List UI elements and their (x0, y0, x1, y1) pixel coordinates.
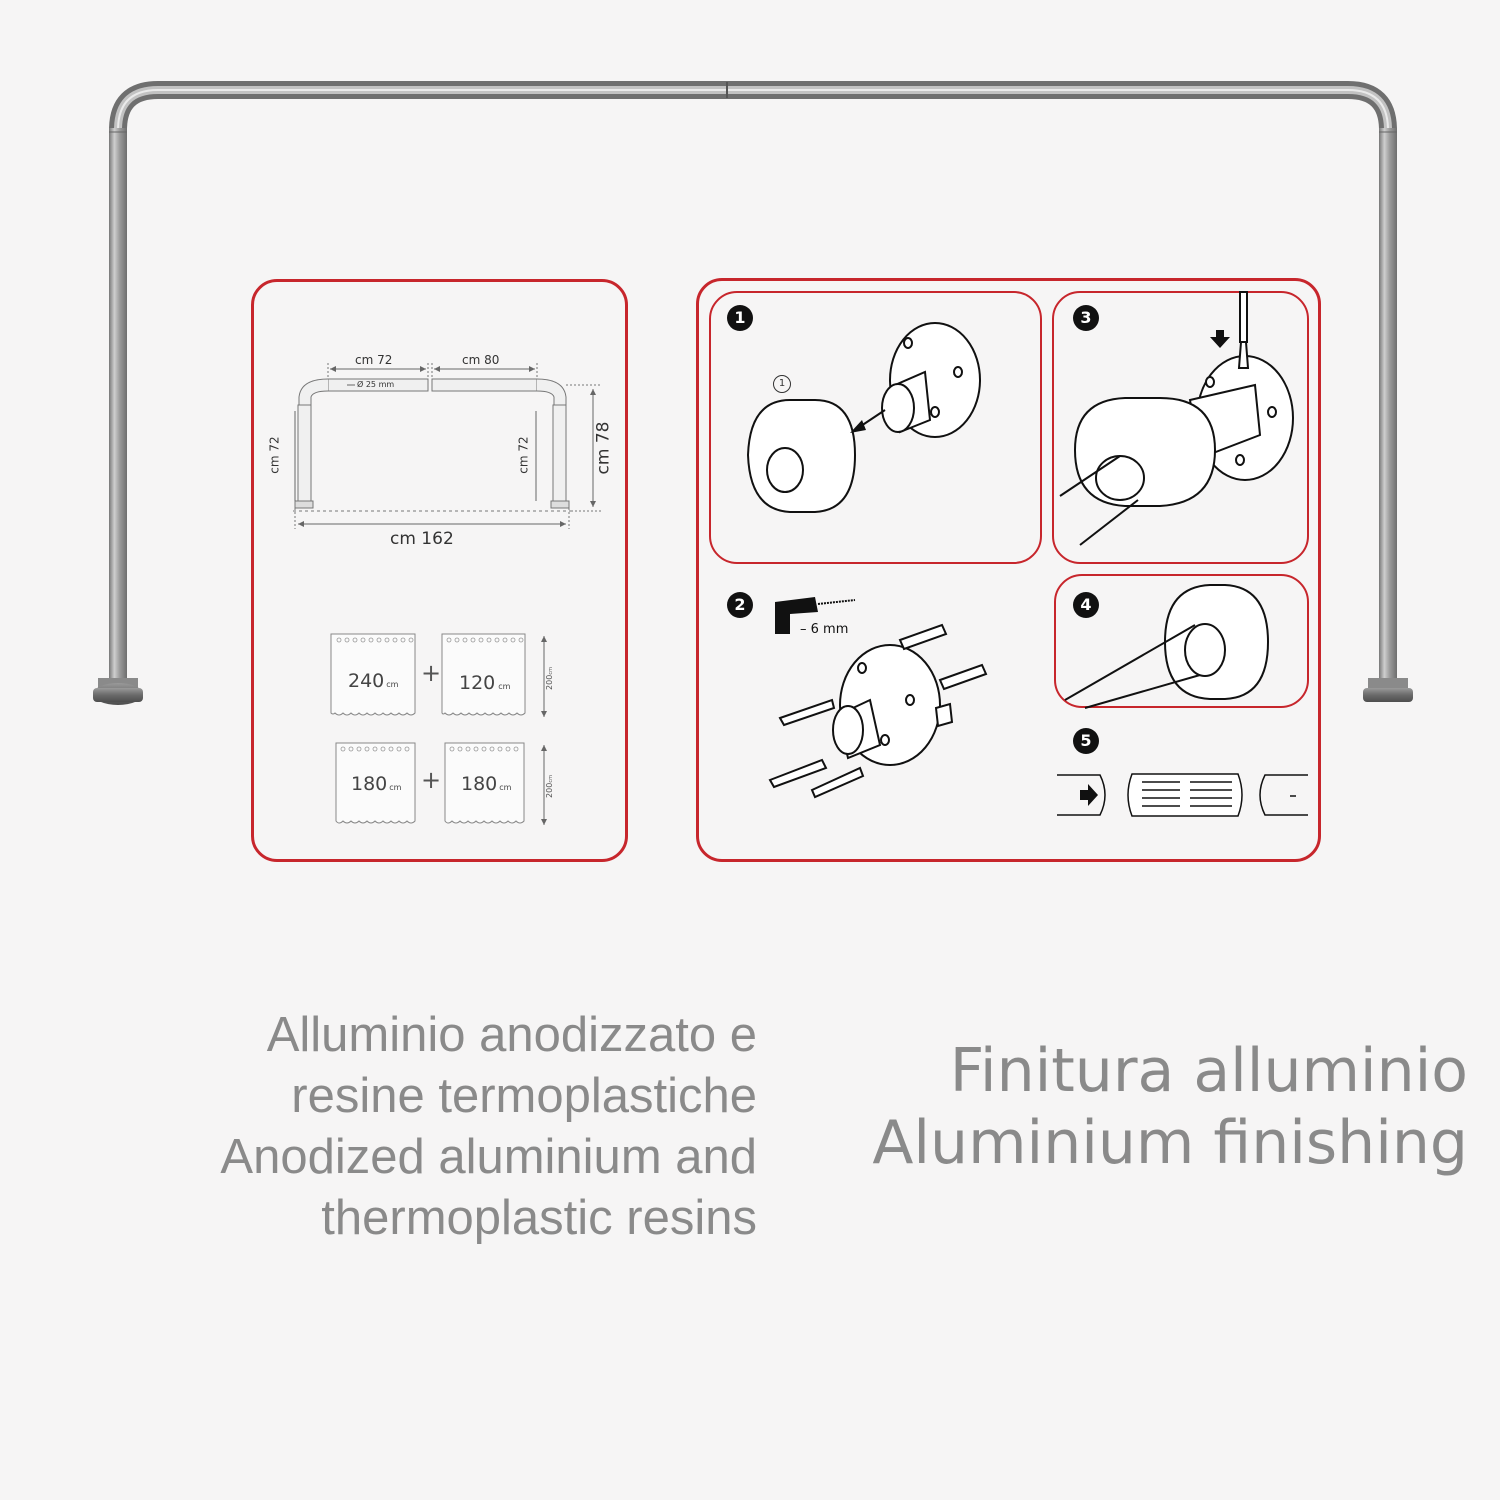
material-line-3: Anodized aluminium and (220, 1130, 757, 1184)
finish-description: Finitura alluminio Aluminium finishing (800, 1035, 1468, 1179)
dim-top-right: cm 80 (462, 353, 500, 367)
dim-diameter: Ø 25 mm (357, 380, 395, 389)
installation-illustrations (746, 291, 1308, 817)
dim-total-width: cm 162 (390, 529, 454, 549)
step-4-number: 4 (1073, 592, 1099, 618)
curtain-1-plus: + (421, 659, 442, 687)
shower-rod-image (93, 81, 1413, 705)
drill-bit-size: – 6 mm (800, 622, 849, 637)
curtain-combos (330, 633, 547, 825)
material-line-1: Alluminio anodizzato e (266, 1008, 757, 1062)
step-1-panel (709, 291, 1042, 564)
step-1-number: 1 (727, 305, 753, 331)
curtain-2-plus: + (421, 766, 442, 794)
step-1-sub-marker: 1 (773, 375, 791, 393)
material-description: Alluminio anodizzato e resine termoplast… (80, 1005, 757, 1249)
dimensions-panel (251, 279, 628, 862)
dim-top-left: cm 72 (355, 353, 393, 367)
step-2-number: 2 (727, 592, 753, 618)
material-line-4: thermoplastic resins (321, 1191, 757, 1245)
material-line-2: resine termoplastiche (291, 1069, 757, 1123)
step-3-panel (1052, 291, 1309, 564)
installation-panel (696, 278, 1321, 862)
finish-line-1: Finitura alluminio (949, 1036, 1468, 1106)
finish-line-2: Aluminium finishing (872, 1108, 1468, 1178)
step-4-panel (1054, 574, 1309, 708)
step-5-number: 5 (1073, 728, 1099, 754)
dimension-drawing (293, 363, 601, 529)
step-3-number: 3 (1073, 305, 1099, 331)
